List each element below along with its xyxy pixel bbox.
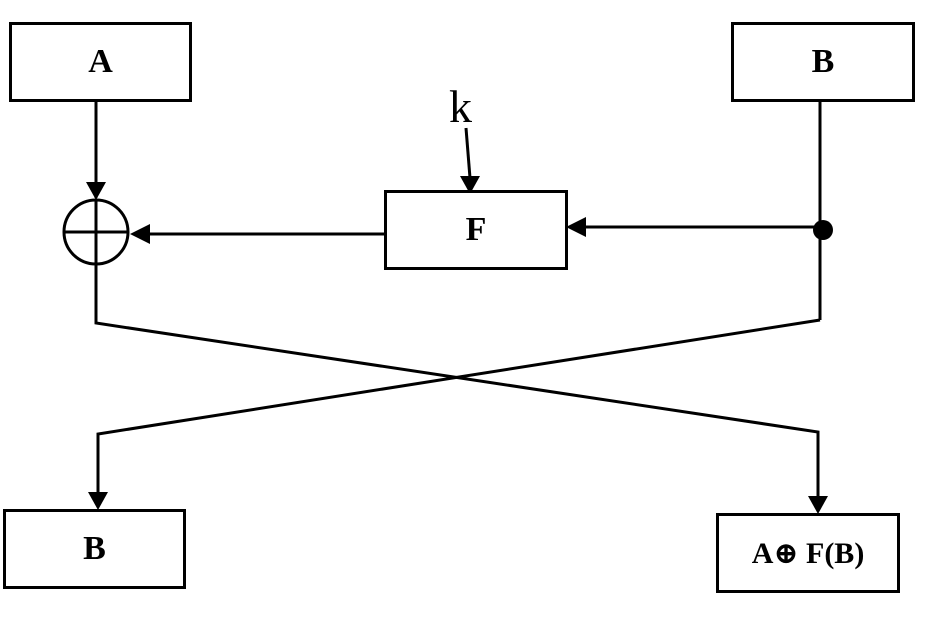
input-a-label: A [88,43,113,80]
output-b-box: B [3,509,186,589]
arrowhead-a-to-xor [86,182,106,200]
arrow-k-to-f [464,127,472,179]
branch-dot [813,220,833,240]
output-xor-label: A⊕ F(B) [751,536,865,570]
arrowhead-left-output [88,492,108,510]
input-b-label: B [811,43,835,80]
line-b-to-left-output [96,318,821,494]
arrowhead-f-to-xor [130,224,150,244]
arrowhead-b-to-f [566,217,586,237]
output-b-label: B [83,530,106,567]
function-f-label: F [465,211,487,248]
key-label: k [449,81,472,132]
arrowhead-right-output [808,496,828,514]
function-f-box: F [384,190,568,270]
arrowhead-k-to-f [460,176,480,194]
input-a-box: A [9,22,192,102]
line-xor-to-right-output [94,264,820,498]
output-xor-box: A⊕ F(B) [716,513,900,593]
input-b-box: B [731,22,915,102]
